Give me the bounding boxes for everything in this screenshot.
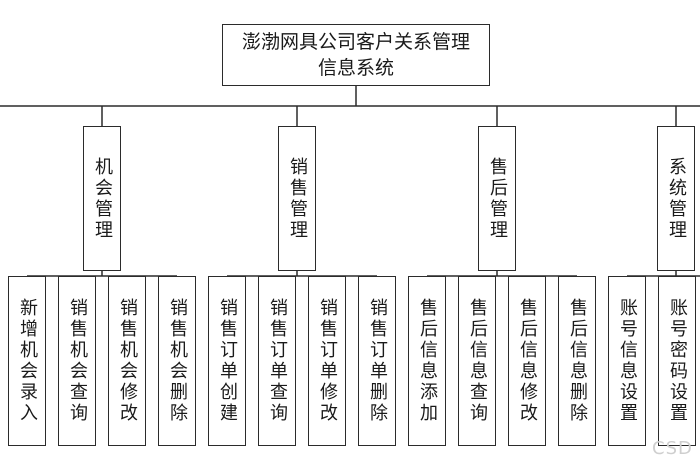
module-label: 系统管理: [666, 156, 687, 241]
leaf-label: 销售机会删除: [167, 298, 188, 424]
module-label: 机会管理: [92, 156, 113, 241]
leaf-after-sales-edit: 售后信息修改: [508, 276, 546, 446]
leaf-order-create: 销售订单创建: [208, 276, 246, 446]
leaf-label: 售后信息查询: [467, 298, 488, 424]
watermark-text: CSD: [652, 438, 693, 459]
leaf-label: 新增机会录入: [17, 298, 38, 424]
leaf-after-sales-query: 售后信息查询: [458, 276, 496, 446]
leaf-order-edit: 销售订单修改: [308, 276, 346, 446]
module-opportunity-management: 机会管理: [83, 126, 121, 271]
module-system-management: 系统管理: [657, 126, 695, 271]
leaf-order-delete: 销售订单删除: [358, 276, 396, 446]
module-after-sales-management: 售后管理: [478, 126, 516, 271]
leaf-label: 销售机会查询: [67, 298, 88, 424]
leaf-order-query: 销售订单查询: [258, 276, 296, 446]
root-node: 澎渤网具公司客户关系管理 信息系统: [222, 24, 490, 86]
leaf-label: 销售订单删除: [367, 298, 388, 424]
module-sales-management: 销售管理: [278, 126, 316, 271]
leaf-label: 售后信息修改: [517, 298, 538, 424]
leaf-label: 销售订单创建: [217, 298, 238, 424]
leaf-label: 售后信息添加: [417, 298, 438, 424]
root-title-line-1: 澎渤网具公司客户关系管理: [241, 31, 470, 53]
leaf-opportunity-query: 销售机会查询: [58, 276, 96, 446]
leaf-after-sales-add: 售后信息添加: [408, 276, 446, 446]
module-label: 售后管理: [487, 156, 508, 241]
leaf-label: 售后信息删除: [567, 298, 588, 424]
leaf-label: 账号密码设置: [667, 298, 688, 424]
leaf-label: 销售订单修改: [317, 298, 338, 424]
leaf-after-sales-delete: 售后信息删除: [558, 276, 596, 446]
leaf-account-info-settings: 账号信息设置: [608, 276, 646, 446]
root-title-line-2: 信息系统: [317, 57, 394, 79]
module-label: 销售管理: [287, 156, 308, 241]
leaf-opportunity-delete: 销售机会删除: [158, 276, 196, 446]
leaf-label: 销售订单查询: [267, 298, 288, 424]
leaf-label: 销售机会修改: [117, 298, 138, 424]
leaf-opportunity-edit: 销售机会修改: [108, 276, 146, 446]
leaf-new-opportunity-entry: 新增机会录入: [8, 276, 46, 446]
leaf-label: 账号信息设置: [617, 298, 638, 424]
leaf-account-password-settings: 账号密码设置: [658, 276, 696, 446]
